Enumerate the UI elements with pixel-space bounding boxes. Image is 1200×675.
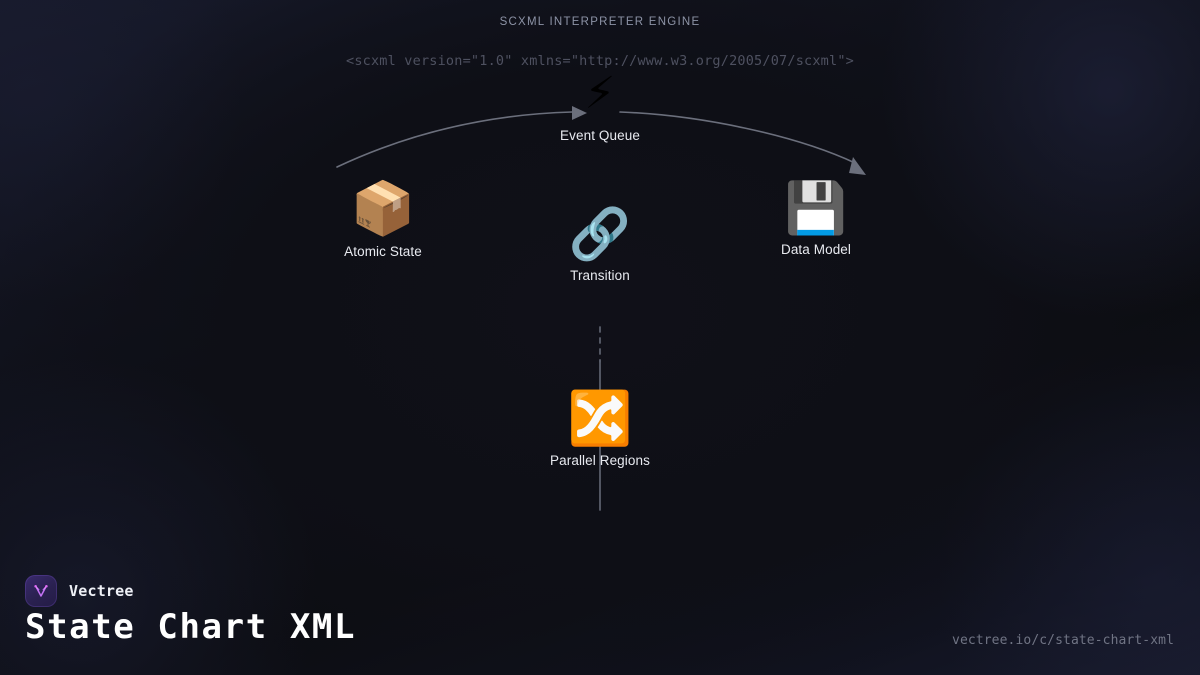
diagram-node-event-queue[interactable]: ⚡ Event Queue <box>560 68 640 144</box>
link-chain-icon: 🔗 <box>568 205 632 263</box>
edge-event-to-data <box>619 111 856 164</box>
footer-url[interactable]: vectree.io/c/state-chart-xml <box>952 633 1174 648</box>
edge-atomic-to-event <box>336 111 573 168</box>
vectree-v-logo-icon <box>25 575 57 607</box>
shuffle-arrows-icon: 🔀 <box>567 389 633 449</box>
diagram-node-transition[interactable]: 🔗 Transition <box>569 209 631 283</box>
brand-row[interactable]: Vectree <box>25 575 134 607</box>
node-label-data-model: Data Model <box>780 242 852 257</box>
diagram-node-parallel-regions[interactable]: 🔀 Parallel Regions <box>550 393 650 468</box>
node-label-atomic-state: Atomic State <box>344 244 422 259</box>
edge-atomic-to-event-arrowhead <box>572 106 587 120</box>
scxml-code-snippet: <scxml version="1.0" xmlns="http://www.w… <box>346 53 854 69</box>
floppy-disk-icon: 💾 <box>784 179 848 237</box>
package-box-icon: 📦 <box>350 179 416 239</box>
node-label-parallel-regions: Parallel Regions <box>550 453 650 468</box>
diagram-node-data-model[interactable]: 💾 Data Model <box>781 183 851 257</box>
diagram-node-atomic-state[interactable]: 📦 Atomic State <box>344 183 422 259</box>
page-title: State Chart XML <box>25 607 357 647</box>
node-label-event-queue: Event Queue <box>560 128 640 143</box>
edge-event-to-data-arrowhead <box>849 157 866 175</box>
node-label-transition: Transition <box>570 268 630 283</box>
brand-name: Vectree <box>69 582 134 600</box>
footer: Vectree State Chart XML vectree.io/c/sta… <box>0 555 1200 675</box>
high-voltage-icon: ⚡ <box>584 68 616 119</box>
page-kicker: SCXML INTERPRETER ENGINE <box>499 16 701 28</box>
